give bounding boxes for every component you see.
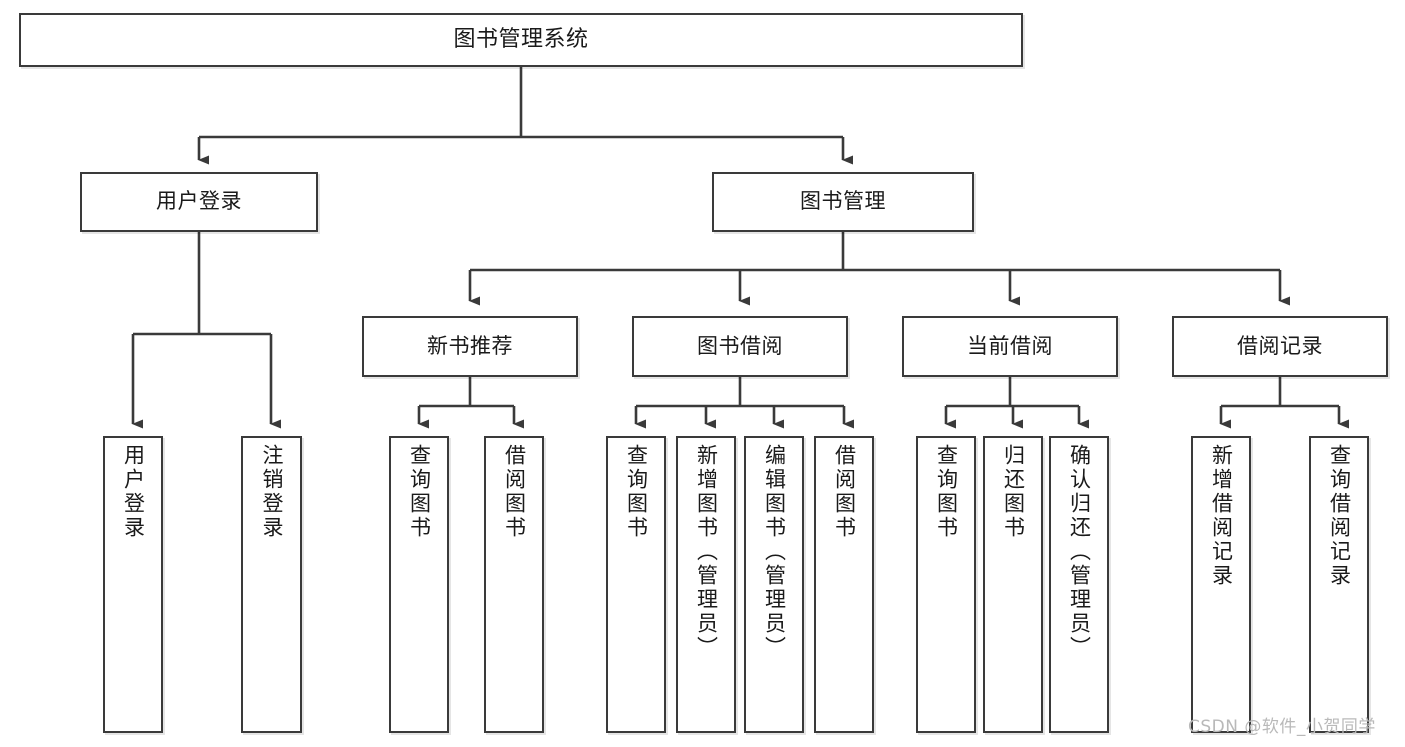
leaf-add-book[interactable]: 新增图书（管理员） [676, 436, 736, 733]
node-book-manage[interactable]: 图书管理 [712, 172, 974, 232]
node-current-borrow[interactable]: 当前借阅 [902, 316, 1118, 377]
node-user-login-label: 用户登录 [156, 189, 242, 214]
leaf-borrow-book-2-label: 借阅图书 [832, 444, 857, 540]
leaf-query-book-2-label: 查询图书 [624, 444, 649, 540]
node-new-book-recommend-label: 新书推荐 [427, 333, 513, 358]
leaf-query-book-2[interactable]: 查询图书 [606, 436, 666, 733]
leaf-add-record-label: 新增借阅记录 [1209, 444, 1234, 588]
leaf-query-record-label: 查询借阅记录 [1327, 444, 1352, 588]
leaf-return-book[interactable]: 归还图书 [983, 436, 1043, 733]
watermark-text: CSDN @软件_小贺同学 [1188, 717, 1376, 737]
node-new-book-recommend[interactable]: 新书推荐 [362, 316, 578, 377]
leaf-add-record[interactable]: 新增借阅记录 [1191, 436, 1251, 733]
leaf-borrow-book-1-label: 借阅图书 [502, 444, 527, 540]
leaf-confirm-return[interactable]: 确认归还（管理员） [1049, 436, 1109, 733]
node-root-system[interactable]: 图书管理系统 [19, 13, 1023, 67]
leaf-logout-label: 注销登录 [260, 444, 284, 540]
node-book-borrow[interactable]: 图书借阅 [632, 316, 848, 377]
leaf-return-book-label: 归还图书 [1001, 444, 1026, 540]
node-current-borrow-label: 当前借阅 [967, 333, 1053, 358]
leaf-edit-book-label: 编辑图书（管理员） [762, 444, 787, 660]
leaf-confirm-return-label: 确认归还（管理员） [1067, 444, 1092, 660]
leaf-borrow-book-1[interactable]: 借阅图书 [484, 436, 544, 733]
leaf-query-book-1-label: 查询图书 [407, 444, 432, 540]
leaf-logout[interactable]: 注销登录 [241, 436, 302, 733]
node-book-manage-label: 图书管理 [800, 189, 886, 214]
leaf-query-book-3-label: 查询图书 [934, 444, 959, 540]
leaf-query-record[interactable]: 查询借阅记录 [1309, 436, 1369, 733]
node-book-borrow-label: 图书借阅 [697, 333, 783, 358]
node-root-system-label: 图书管理系统 [453, 26, 589, 52]
leaf-user-login[interactable]: 用户登录 [103, 436, 163, 733]
leaf-add-book-label: 新增图书（管理员） [694, 444, 719, 660]
leaf-query-book-3[interactable]: 查询图书 [916, 436, 976, 733]
node-borrow-record-label: 借阅记录 [1237, 333, 1323, 358]
node-borrow-record[interactable]: 借阅记录 [1172, 316, 1388, 377]
leaf-edit-book[interactable]: 编辑图书（管理员） [744, 436, 804, 733]
leaf-user-login-label: 用户登录 [121, 444, 146, 540]
leaf-query-book-1[interactable]: 查询图书 [389, 436, 449, 733]
leaf-borrow-book-2[interactable]: 借阅图书 [814, 436, 874, 733]
node-user-login[interactable]: 用户登录 [80, 172, 318, 232]
